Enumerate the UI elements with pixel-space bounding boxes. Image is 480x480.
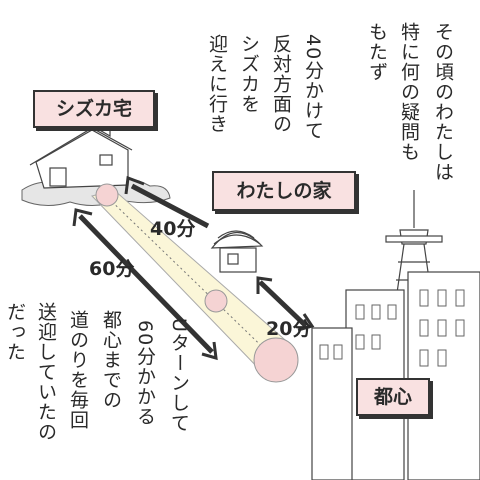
shizuka-location-dot <box>95 183 119 207</box>
arrow-60min <box>72 208 218 361</box>
narration-col-13: だった <box>4 302 26 362</box>
narration-col-1: その頃のわたしは <box>432 22 454 182</box>
label-my-home: わたしの家 <box>212 171 356 211</box>
my-home-location-dot <box>204 289 228 313</box>
narration-col-6: シズカを <box>238 34 260 114</box>
narration-col-8: Uターンして <box>168 318 190 433</box>
narration-col-10: 都心までの <box>100 310 122 410</box>
narration-col-4: 40分かけて <box>302 34 324 141</box>
city-location-dot <box>253 337 299 383</box>
narration-col-12: 送迎していたの <box>35 302 57 442</box>
narration-col-11: 道のりを毎回 <box>67 310 89 430</box>
city-buildings <box>311 271 480 480</box>
label-shizuka-home: シズカ宅 <box>33 90 155 128</box>
tower <box>385 190 443 301</box>
my-house <box>210 230 264 273</box>
narration-col-9: 60分かかる <box>134 320 156 427</box>
arrow-40min <box>124 175 210 229</box>
label-city-center: 都心 <box>356 378 430 416</box>
duration-20min: 20分 <box>266 318 312 340</box>
duration-60min: 60分 <box>89 258 135 280</box>
shizuka-house <box>29 119 133 189</box>
arrow-20min <box>256 276 315 332</box>
narration-col-7: 迎えに行き <box>206 34 228 134</box>
duration-40min: 40分 <box>150 218 196 240</box>
narration-col-3: もたず <box>366 22 388 82</box>
narration-col-5: 反対方面の <box>270 34 292 134</box>
narration-col-2: 特に何の疑問も <box>398 22 420 162</box>
